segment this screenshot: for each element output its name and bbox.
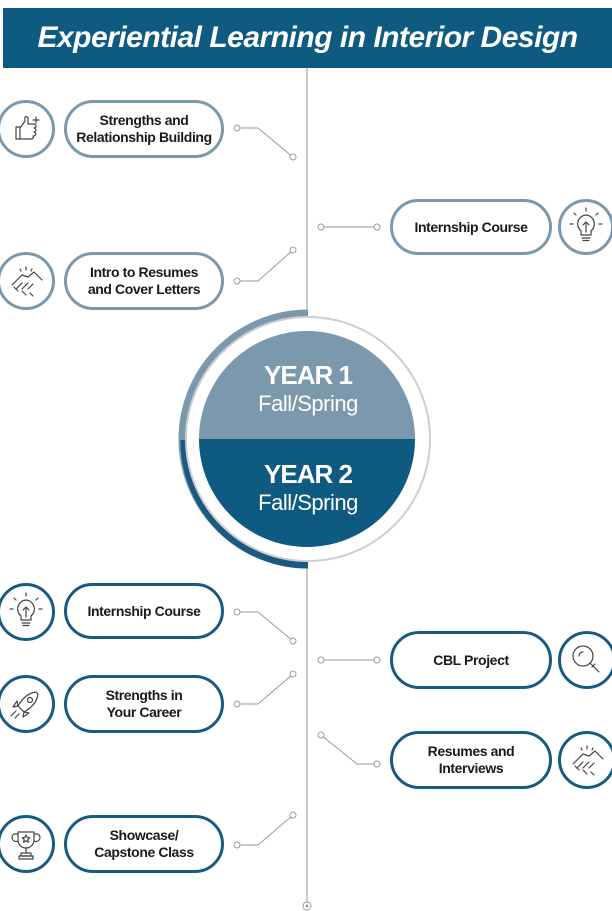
year-1-block: YEAR 1 Fall/Spring bbox=[208, 360, 408, 417]
cbl-project-label: CBL Project bbox=[433, 651, 509, 668]
rocket-icon bbox=[0, 675, 55, 733]
magnifier-icon bbox=[558, 631, 612, 689]
strengths-career-label: Strengths in Your Career bbox=[105, 687, 183, 720]
year-2-subtitle: Fall/Spring bbox=[258, 490, 358, 515]
internship-course-y1-pill: Internship Course bbox=[390, 199, 552, 255]
cbl-project-pill: CBL Project bbox=[390, 631, 552, 689]
handshake-icon bbox=[558, 731, 612, 789]
internship-course-y2-pill: Internship Course bbox=[64, 583, 224, 639]
strengths-career-pill: Strengths in Your Career bbox=[64, 675, 224, 733]
strengths-relationship-pill: Strengths and Relationship Building bbox=[64, 100, 224, 158]
lightbulb-icon bbox=[0, 583, 55, 641]
resumes-interviews-label: Resumes and Interviews bbox=[427, 743, 515, 776]
showcase-capstone-label: Showcase/ Capstone Class bbox=[94, 827, 194, 860]
year-1-title: YEAR 1 bbox=[264, 360, 353, 390]
year-2-block: YEAR 2 Fall/Spring bbox=[208, 459, 408, 516]
trophy-icon bbox=[0, 815, 55, 873]
showcase-capstone-pill: Showcase/ Capstone Class bbox=[64, 815, 224, 873]
resumes-interviews-pill: Resumes and Interviews bbox=[390, 731, 552, 789]
handshake-icon bbox=[0, 252, 55, 310]
internship-course-y2-label: Internship Course bbox=[87, 602, 201, 619]
year-1-subtitle: Fall/Spring bbox=[258, 391, 358, 416]
lightbulb-icon bbox=[558, 199, 612, 255]
page-title: Experiential Learning in Interior Design bbox=[37, 21, 578, 54]
intro-resumes-label: Intro to Resumes and Cover Letters bbox=[87, 264, 201, 297]
strengths-relationship-label: Strengths and Relationship Building bbox=[76, 112, 212, 145]
year-2-title: YEAR 2 bbox=[264, 459, 353, 489]
internship-course-y1-label: Internship Course bbox=[414, 218, 528, 235]
thumbs-up-icon bbox=[0, 100, 55, 158]
intro-resumes-pill: Intro to Resumes and Cover Letters bbox=[64, 252, 224, 310]
header-banner: Experiential Learning in Interior Design bbox=[3, 8, 612, 68]
